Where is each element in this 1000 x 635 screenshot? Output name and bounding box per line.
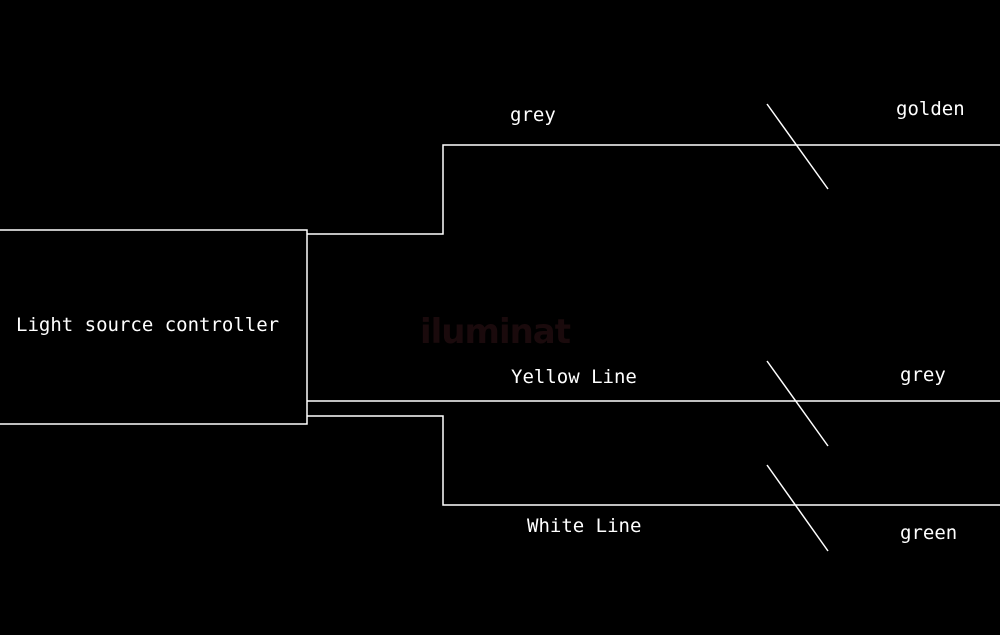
wire-white: [307, 415, 1000, 506]
wire-label-white: White Line: [527, 515, 642, 537]
cut-mark-1: [766, 103, 829, 190]
cut-mark-2: [766, 360, 829, 447]
wire-label-yellow: Yellow Line: [511, 366, 637, 388]
wire-end-label-golden: golden: [896, 98, 965, 120]
wire-grey: [307, 144, 1000, 235]
wire-end-label-grey: grey: [900, 364, 946, 386]
controller-box: [0, 229, 308, 425]
controller-label: Light source controller: [16, 314, 280, 336]
cut-mark-3: [766, 464, 829, 552]
wire-end-label-green: green: [900, 522, 958, 544]
wire-label-grey: grey: [510, 104, 556, 126]
watermark-logo: iluminat: [420, 312, 571, 352]
